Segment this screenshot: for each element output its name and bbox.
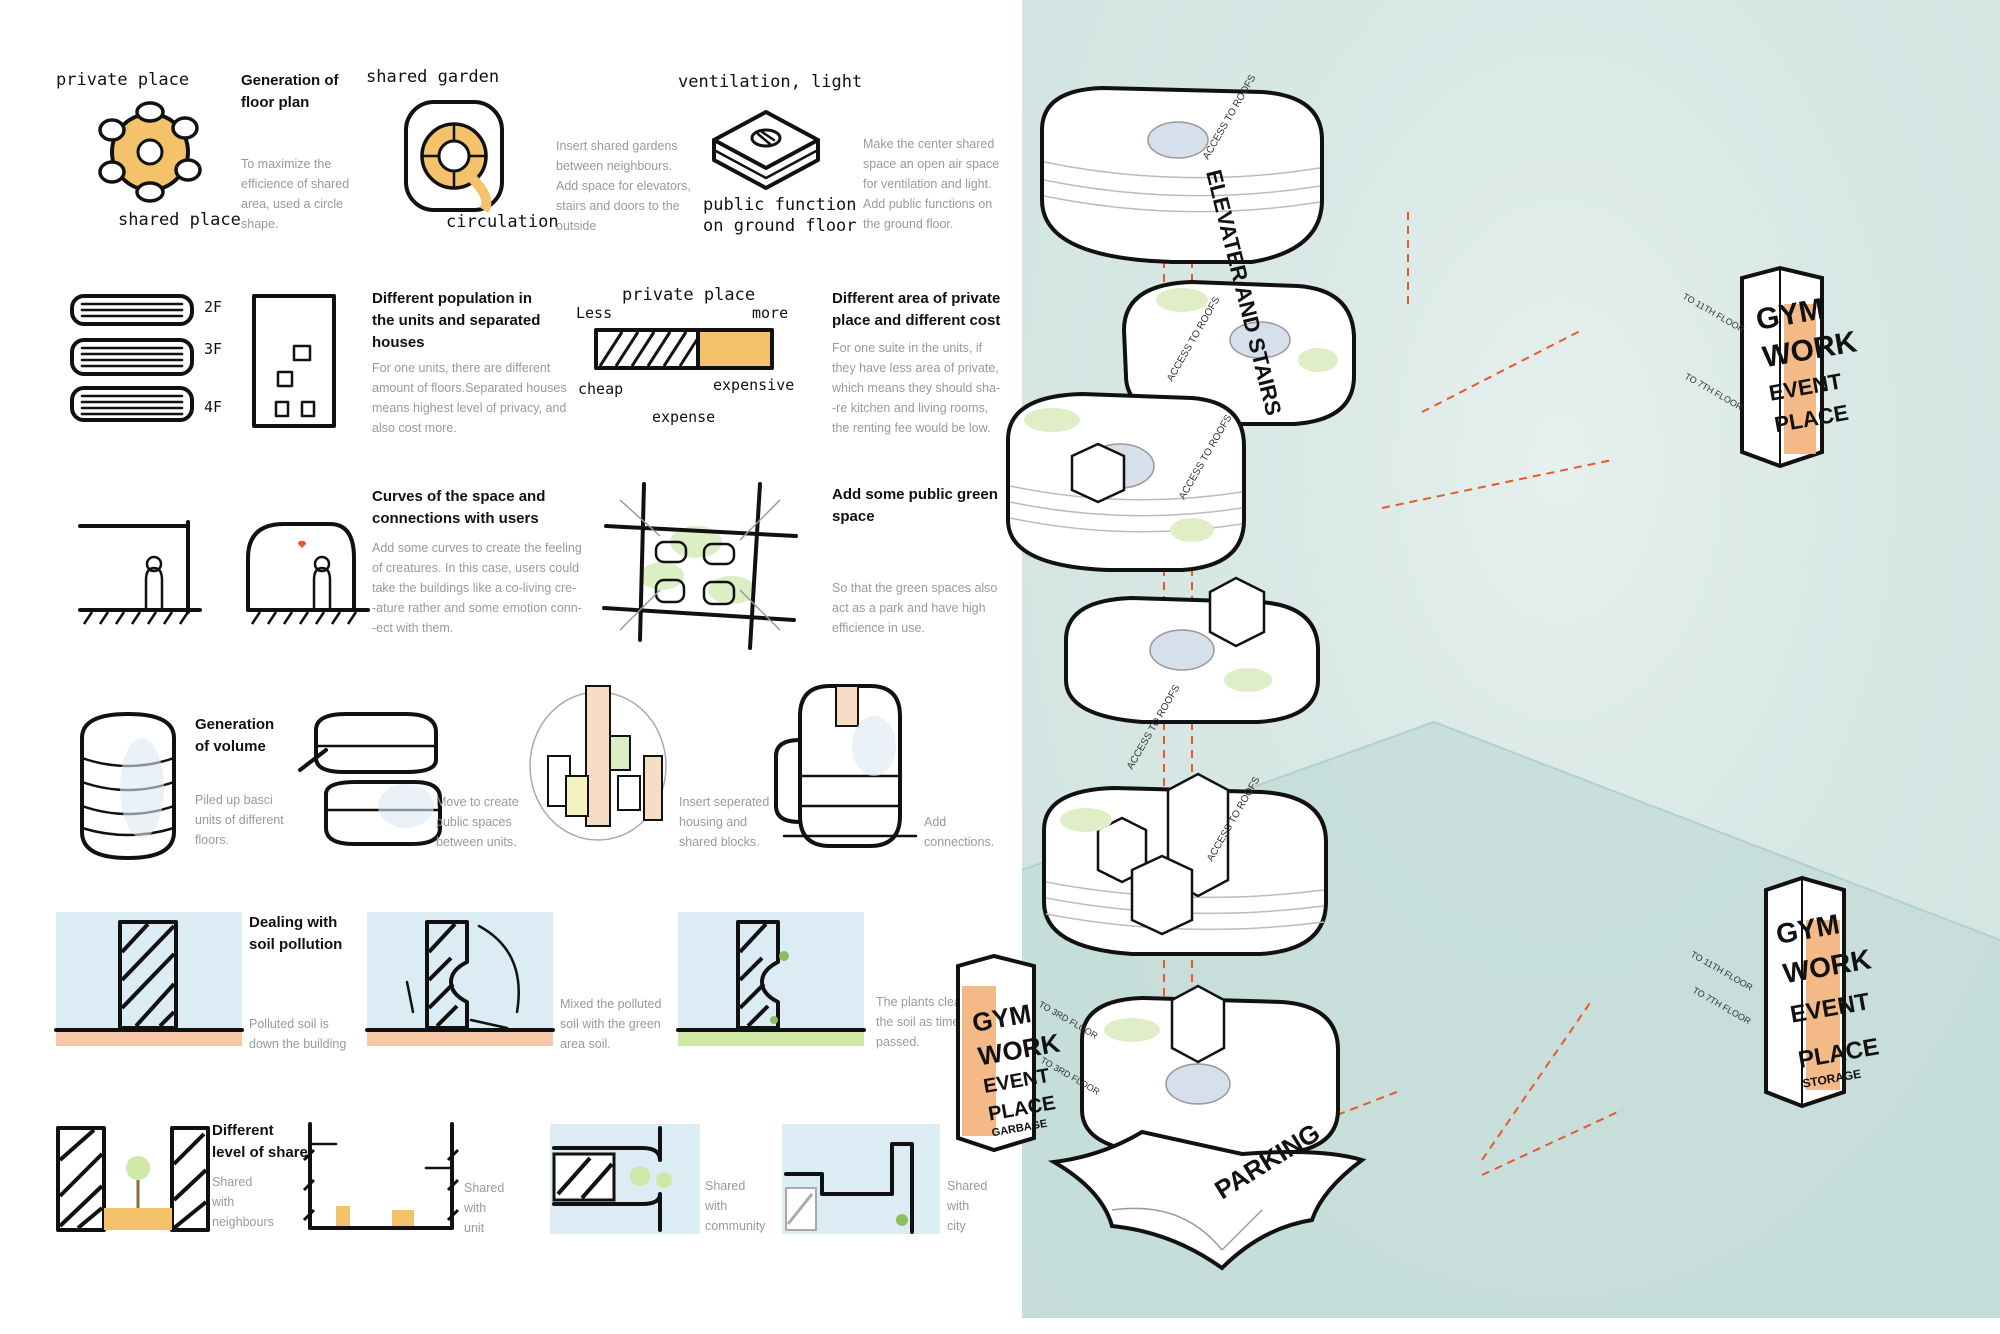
label-expense: expense [652, 408, 716, 426]
piled-volume-sketch [80, 712, 176, 860]
share-community-sketch [550, 1124, 700, 1234]
level-roof [1040, 85, 1324, 264]
desc-soil-mixed: Mixed the polluted soil with the green a… [560, 997, 662, 1051]
label-expensive: expensive [713, 376, 795, 394]
desc-soil-plants: The plants clean the soil as time passed… [876, 995, 968, 1049]
label-ground-floor: on ground floor [703, 216, 857, 236]
soil-mixed-sketch [365, 912, 555, 1046]
label-ventilation-light: ventilation, light [678, 72, 863, 92]
desc-generation-volume: Piled up basci units of different floors… [195, 793, 284, 847]
title-generation-floor-plan: Generation of floor plan [241, 72, 339, 111]
desc-different-area: For one suite in the units, if they have… [832, 341, 1001, 435]
title-soil-pollution: Dealing with soil pollution [249, 914, 343, 953]
curved-room-sketch [246, 522, 370, 625]
cost-bar-sketch [594, 328, 774, 370]
label-3f: 3F [204, 340, 223, 358]
tower-top-right [1740, 265, 1824, 469]
label-circulation: circulation [446, 212, 559, 232]
label-public-function: public function [703, 195, 857, 215]
to-11th-floor-top: TO 11TH FLOOR [1681, 291, 1747, 335]
share-city-sketch [782, 1124, 940, 1234]
title-different-area: Different area of private place and diff… [832, 290, 1001, 329]
desc-center-open-air: Make the center shared space an open air… [863, 137, 1000, 231]
desc-move-volume: Move to create public spaces between uni… [436, 795, 519, 849]
shared-garden-sketch [404, 100, 504, 213]
public-green-grid-sketch [602, 482, 798, 650]
desc-generation-floor-plan: To maximize the efficience of shared are… [241, 157, 350, 231]
desc-share-unit: Shared with unit [464, 1181, 505, 1235]
desc-share-city: Shared with city [947, 1179, 988, 1233]
separated-house-sketch [252, 294, 336, 428]
desc-insert-shared-gardens: Insert shared gardens between neighbours… [556, 139, 691, 233]
left-panel: private place shared place Generation of… [54, 67, 1001, 1235]
desc-soil-pollution: Polluted soil is down the building [249, 1017, 347, 1051]
stacked-floors-sketch [70, 294, 194, 422]
exploded-axonometric-diagram: GYM WORK EVENT PLACE GYM WORK EVENT PLAC… [956, 73, 2000, 1318]
moved-volume-sketch [298, 712, 442, 846]
level-4 [1064, 576, 1320, 724]
connections-sketch [774, 684, 918, 848]
circle-floorplan-sketch [98, 101, 202, 203]
desc-share-neighbours: Shared with neighbours [212, 1175, 274, 1229]
inserted-blocks-sketch [529, 685, 667, 841]
share-neighbours-sketch [56, 1126, 210, 1232]
desc-different-population: For one units, there are different amoun… [372, 361, 567, 435]
label-less: Less [576, 304, 613, 322]
label-more: more [752, 304, 789, 322]
title-curves-space: Curves of the space and connections with… [372, 488, 546, 527]
desc-curves-space: Add some curves to create the feeling of… [372, 541, 582, 635]
ventilation-sketch [712, 110, 820, 190]
label-4f: 4F [204, 398, 223, 416]
tower-mid-right [1764, 875, 1846, 1109]
title-public-green: Add some public green space [832, 486, 998, 525]
desc-insert-blocks: Insert seperated housing and shared bloc… [679, 795, 770, 849]
label-shared-garden: shared garden [366, 67, 500, 87]
label-private-place-2: private place [622, 285, 756, 305]
soil-plants-sketch [676, 912, 866, 1046]
label-shared-place: shared place [118, 210, 241, 230]
desc-share-community: Shared with community [705, 1179, 766, 1233]
straight-room-sketch [78, 520, 202, 625]
level-ground [1047, 984, 1367, 1271]
title-generation-volume: Generation of volume [195, 716, 275, 755]
label-2f: 2F [204, 298, 223, 316]
level-5 [1042, 772, 1328, 956]
level-3 [1006, 391, 1246, 572]
label-cheap: cheap [578, 380, 624, 398]
desc-public-green: So that the green spaces also act as a p… [832, 581, 998, 635]
label-private-place: private place [56, 70, 190, 90]
desc-add-connections: Add connections. [924, 815, 995, 849]
soil-pollution-sketch [54, 912, 244, 1046]
title-different-population: Different population in the units and se… [372, 290, 541, 351]
share-unit-sketch [302, 1122, 460, 1230]
to-7th-floor-top: TO 7TH FLOOR [1683, 371, 1745, 413]
tower-left [956, 953, 1036, 1153]
title-level-of-share: Different level of share [212, 1122, 308, 1161]
axonometric-panel: GYM WORK EVENT PLACE GYM WORK EVENT PLAC… [956, 0, 2000, 1318]
